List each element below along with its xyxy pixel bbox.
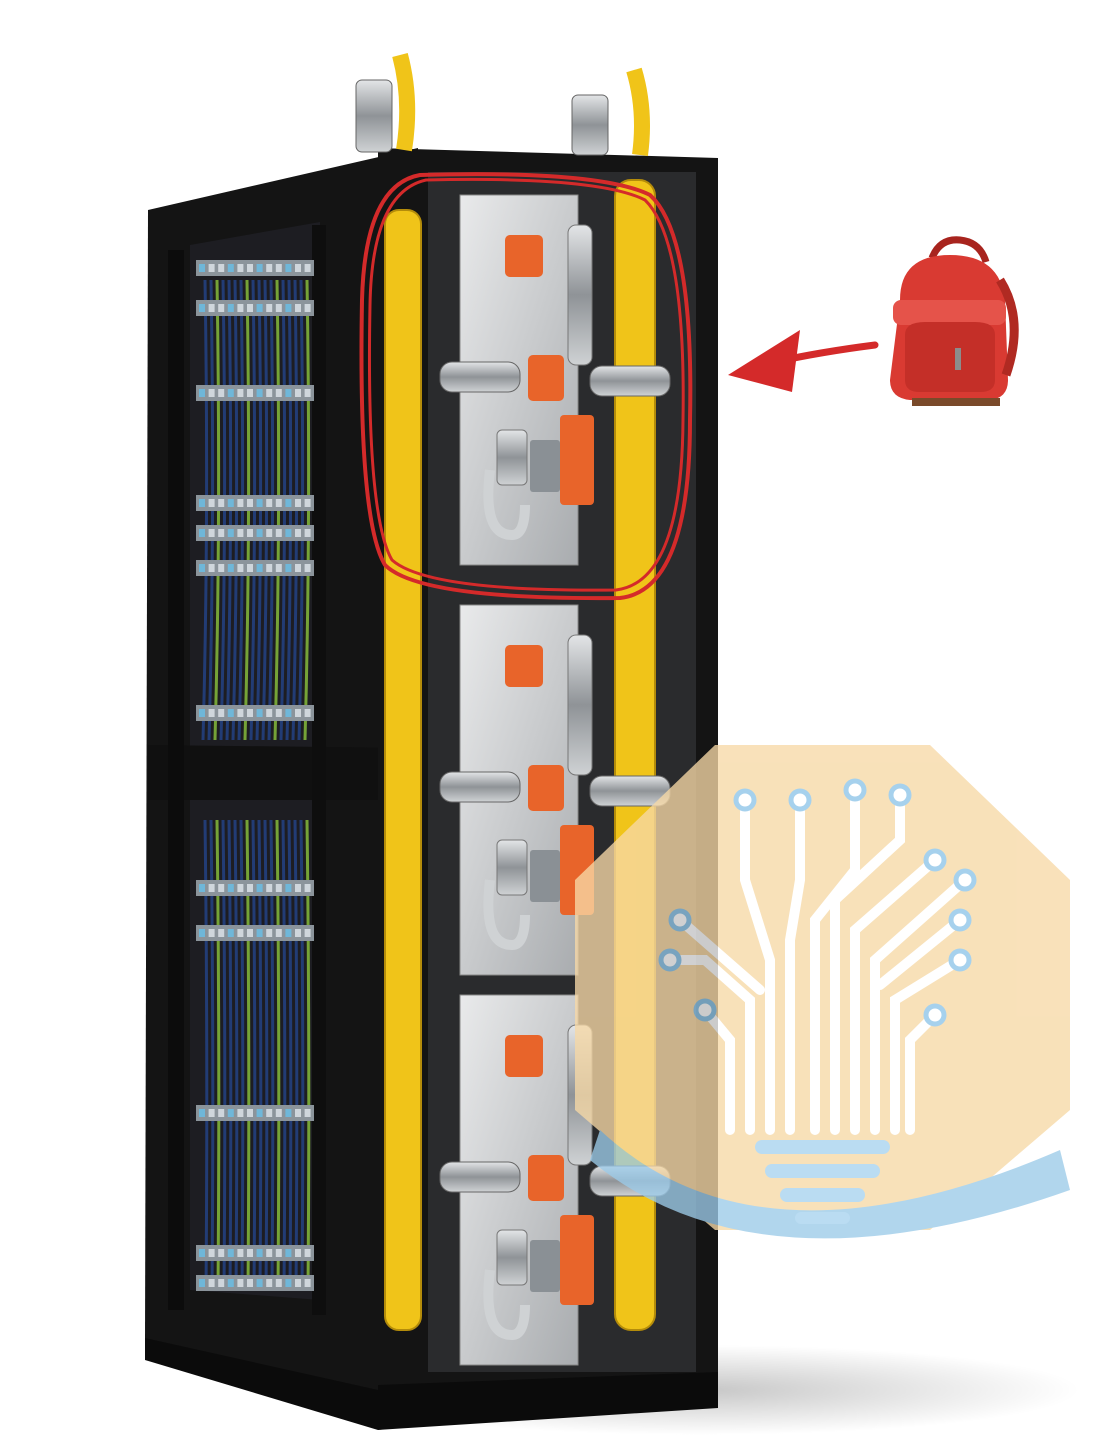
- patch-strip: [196, 880, 314, 896]
- patch-strip: [196, 1105, 314, 1121]
- patch-strip: [196, 385, 314, 401]
- lightbulb-circuit-tree-icon: [575, 745, 1070, 1239]
- patch-strip: [196, 560, 314, 576]
- cooling-module: [439, 604, 671, 976]
- cooling-module: [439, 194, 671, 566]
- rack-base: [145, 1338, 718, 1430]
- patch-strip: [196, 925, 314, 941]
- top-fittings: [355, 79, 609, 156]
- backpack-icon: [890, 236, 1019, 406]
- highlight-circle: [359, 172, 693, 601]
- rack-side-panel: [145, 148, 418, 1422]
- patch-strip: [196, 495, 314, 511]
- cooling-modules: [439, 194, 671, 1366]
- patch-panels: [196, 260, 314, 1291]
- patch-strip: [196, 1275, 314, 1291]
- patch-strip: [196, 525, 314, 541]
- patch-strip: [196, 260, 314, 276]
- cable-bundles: [201, 279, 311, 1291]
- arrow: [728, 330, 879, 392]
- patch-strip: [196, 1245, 314, 1261]
- patch-strip: [196, 300, 314, 316]
- patch-strip: [196, 705, 314, 721]
